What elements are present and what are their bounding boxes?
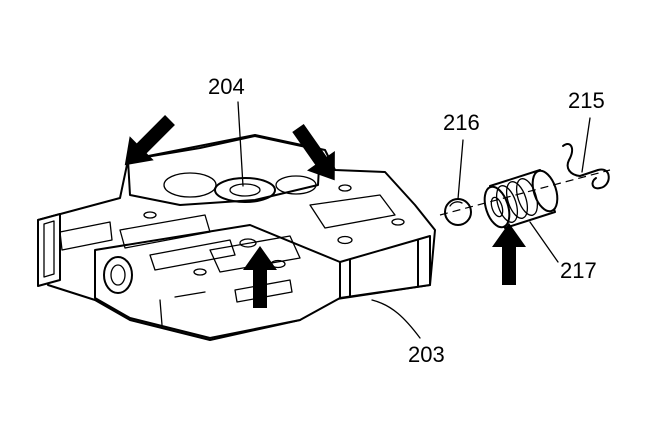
leader-line-216 <box>457 139 464 200</box>
callout-217: 217 <box>560 258 597 283</box>
callout-216: 216 <box>443 110 480 135</box>
retaining-clip-part <box>562 142 610 190</box>
callout-203: 203 <box>408 342 445 367</box>
leader-line-217 <box>529 221 559 263</box>
arrow-icon <box>124 115 175 166</box>
check-ball-part <box>444 198 472 226</box>
arrow-icon <box>292 123 335 181</box>
leader-line-203 <box>371 299 421 339</box>
leader-line-204 <box>237 101 244 187</box>
assembly-axis-line <box>439 169 611 216</box>
callout-215: 215 <box>568 88 605 113</box>
callout-204: 204 <box>208 74 245 99</box>
arrow-icon <box>243 246 277 308</box>
arrow-icon <box>492 223 526 285</box>
spring-plug-part <box>483 169 559 229</box>
leader-line-215 <box>581 117 591 173</box>
valve-body-part <box>37 134 436 341</box>
